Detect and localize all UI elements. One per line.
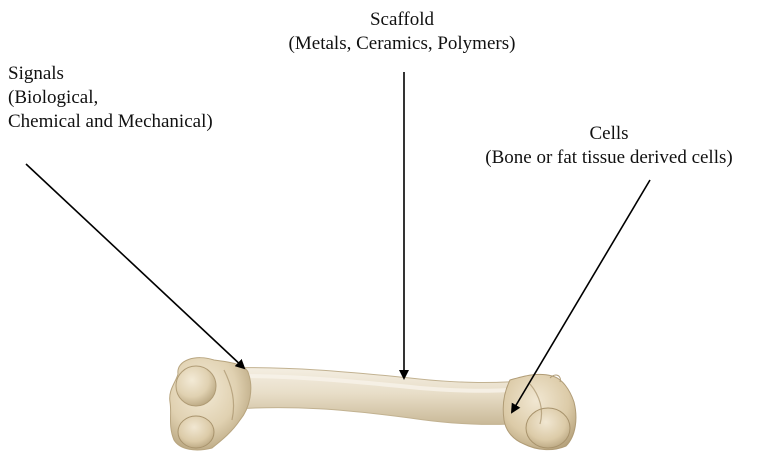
femur-condyle [526, 408, 570, 448]
cells-label: Cells (Bone or fat tissue derived cells) [450, 122, 764, 170]
signals-label: Signals (Biological, Chemical and Mechan… [8, 62, 213, 134]
signals-detail-line-1: (Biological, [8, 86, 213, 110]
femur-head [176, 366, 216, 406]
cells-arrow [512, 180, 650, 412]
scaffold-detail: (Metals, Ceramics, Polymers) [232, 32, 572, 56]
femur-bone-image [170, 358, 576, 450]
cells-title: Cells [450, 122, 764, 146]
scaffold-label: Scaffold (Metals, Ceramics, Polymers) [232, 8, 572, 56]
femur-trochanter [178, 416, 214, 448]
signals-arrow [26, 164, 244, 368]
scaffold-title: Scaffold [232, 8, 572, 32]
cells-detail: (Bone or fat tissue derived cells) [450, 146, 764, 170]
signals-title: Signals [8, 62, 213, 86]
signals-detail-line-2: Chemical and Mechanical) [8, 110, 213, 134]
